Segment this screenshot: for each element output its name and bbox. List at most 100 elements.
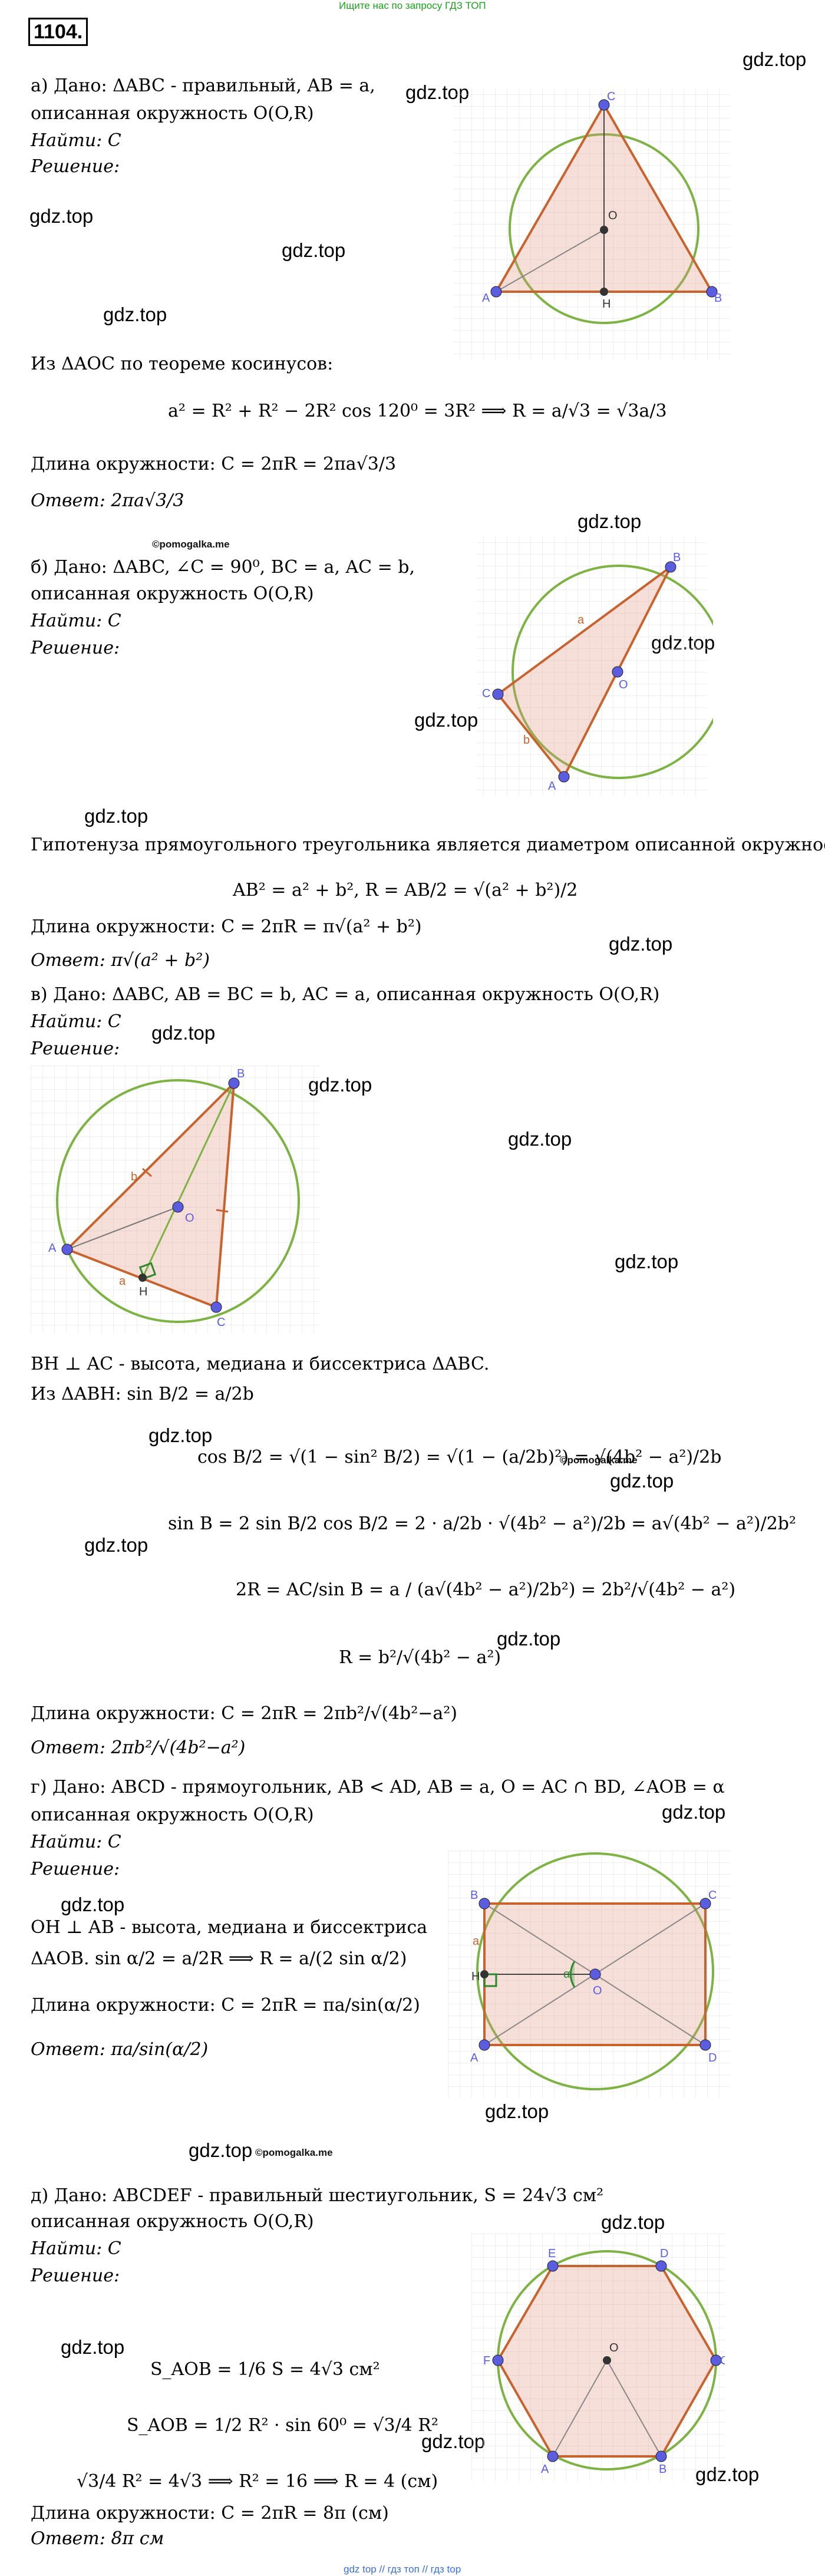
point-o	[600, 226, 608, 234]
part-c-find: Найти: C	[31, 1011, 121, 1032]
tick-bc	[216, 1209, 229, 1213]
segment-oa	[552, 2360, 608, 2457]
part-c-eq2: sin B = 2 sin B/2 cos B/2 = 2 · a/2b · √…	[168, 1513, 797, 1534]
label-b: B	[714, 292, 722, 305]
part-d-answer: Ответ: πa/sin(α/2)	[31, 2039, 209, 2060]
label-side-b: b	[131, 1170, 137, 1183]
watermark-pomogalka: ©pomogalka.me	[560, 1454, 638, 1466]
part-b-solution: Решение:	[31, 638, 120, 658]
part-e-find: Найти: C	[31, 2238, 121, 2259]
label-side-a: a	[119, 1275, 126, 1288]
watermark: gdz.top	[84, 1534, 148, 1556]
part-b-figure: B C A O a b	[477, 536, 713, 796]
part-e-given-circle: описанная окружность O(O,R)	[31, 2211, 314, 2232]
point-f	[492, 2354, 504, 2366]
label-a: A	[48, 1242, 57, 1255]
watermark: gdz.top	[282, 239, 346, 261]
segment-ao	[496, 229, 605, 292]
part-c-text2: Из ΔABH: sin B/2 = a/2b	[31, 1384, 254, 1404]
label-a: A	[482, 292, 490, 305]
point-d	[699, 2039, 711, 2051]
part-a-given-circle: описанная окружность O(O,R)	[31, 103, 314, 124]
label-h: H	[139, 1285, 147, 1298]
label-c: C	[217, 1316, 225, 1329]
watermark: gdz.top	[508, 1128, 572, 1150]
label-h: H	[471, 1970, 480, 1983]
watermark: gdz.top	[615, 1251, 679, 1272]
watermark-pomogalka: ©pomogalka.me	[152, 539, 230, 550]
part-b-given: б) Дано: ΔABC, ∠C = 90⁰, BC = a, AC = b,	[31, 557, 415, 578]
label-d: D	[660, 2247, 668, 2260]
point-c	[210, 1301, 222, 1313]
point-o	[603, 2356, 611, 2364]
right-angle-mark	[138, 1262, 157, 1280]
point-c	[710, 2354, 722, 2366]
watermark-pomogalka: ©pomogalka.me	[255, 2147, 333, 2158]
part-e-eq2: S_AOB = 1/2 R² · sin 60⁰ = √3/4 R²	[127, 2415, 438, 2436]
label-side-b: b	[523, 734, 530, 747]
label-o: O	[608, 209, 618, 222]
part-c-answer: Ответ: 2πb²/√(4b²−a²)	[31, 1737, 246, 1758]
label-c: C	[720, 2354, 725, 2367]
label-a: A	[548, 780, 556, 793]
part-d-length: Длина окружности: C = 2πR = πa/sin(α/2)	[31, 1995, 420, 2016]
watermark: gdz.top	[485, 2100, 549, 2122]
label-alpha: α	[563, 1968, 570, 1981]
label-o: O	[609, 2341, 619, 2354]
tick-ab	[142, 1167, 152, 1177]
part-a-text1: Из ΔAOC по теореме косинусов:	[31, 354, 334, 374]
part-d-solution: Решение:	[31, 1859, 120, 1879]
watermark: gdz.top	[662, 1801, 726, 1823]
part-c-eq4: R = b²/√(4b² − a²)	[339, 1647, 501, 1668]
footer-link[interactable]: gdz top // гдз топ // гдз top	[344, 2564, 461, 2575]
part-c-given: в) Дано: ΔABC, AB = BC = b, AC = a, опис…	[31, 984, 660, 1005]
part-e-given: д) Дано: ABCDEF - правильный шестиугольн…	[31, 2185, 604, 2206]
part-b-given-circle: описанная окружность O(O,R)	[31, 583, 314, 604]
median-bh	[141, 1083, 235, 1278]
watermark: gdz.top	[414, 709, 478, 731]
label-b: B	[659, 2463, 666, 2476]
part-a-solution: Решение:	[31, 156, 120, 177]
point-a	[547, 2450, 559, 2462]
part-a-eq1: a² = R² + R² − 2R² cos 120⁰ = 3R² ⟹ R = …	[168, 401, 667, 421]
point-b	[655, 2450, 667, 2462]
part-a-answer: Ответ: 2πa√3/3	[31, 490, 184, 511]
circumcircle	[56, 1079, 300, 1323]
part-a-length: Длина окружности: C = 2πR = 2πa√3/3	[31, 454, 397, 474]
watermark: gdz.top	[84, 805, 148, 827]
watermark: gdz.top	[742, 48, 807, 70]
part-c-solution: Решение:	[31, 1038, 120, 1059]
watermark: gdz.top	[609, 933, 673, 955]
part-e-answer: Ответ: 8π см	[31, 2528, 164, 2549]
part-a-given: а) Дано: ΔABC - правильный, AB = a,	[31, 75, 375, 96]
watermark: gdz.top	[601, 2211, 665, 2233]
top-search-link[interactable]: Ищите нас по запросу ГДЗ ТОП	[339, 0, 486, 11]
label-c: C	[482, 687, 490, 700]
part-c-figure: B A C O H b a	[31, 1066, 319, 1334]
part-d-find: Найти: C	[31, 1832, 121, 1852]
point-b	[478, 1898, 490, 1909]
watermark: gdz.top	[61, 2336, 125, 2358]
point-a	[478, 2039, 490, 2051]
part-d-text2: ΔAOB. sin α/2 = a/2R ⟹ R = a/(2 sin α/2)	[31, 1948, 407, 1969]
point-c	[699, 1898, 711, 1909]
circumcircle	[512, 565, 713, 779]
point-b	[706, 286, 718, 298]
angle-alpha-mark	[569, 1961, 576, 1988]
part-e-solution: Решение:	[31, 2265, 120, 2286]
right-angle-mark	[483, 1973, 497, 1987]
label-h: H	[602, 298, 610, 311]
watermark: gdz.top	[578, 510, 642, 532]
part-e-eq3: √3/4 R² = 4√3 ⟹ R² = 16 ⟹ R = 4 (см)	[77, 2471, 438, 2492]
part-e-length: Длина окружности: C = 2πR = 8π (см)	[31, 2503, 389, 2524]
point-a	[61, 1244, 73, 1255]
watermark: gdz.top	[148, 1424, 213, 1446]
part-b-find: Найти: C	[31, 611, 121, 631]
part-b-text1: Гипотенуза прямоугольного треугольника я…	[31, 835, 825, 855]
part-b-answer: Ответ: π√(a² + b²)	[31, 950, 210, 971]
point-a	[490, 286, 502, 298]
label-c: C	[607, 90, 615, 103]
watermark: gdz.top	[189, 2139, 253, 2161]
part-c-eq1: cos B/2 = √(1 − sin² B/2) = √(1 − (a/2b)…	[197, 1447, 722, 1467]
point-d	[655, 2260, 667, 2272]
